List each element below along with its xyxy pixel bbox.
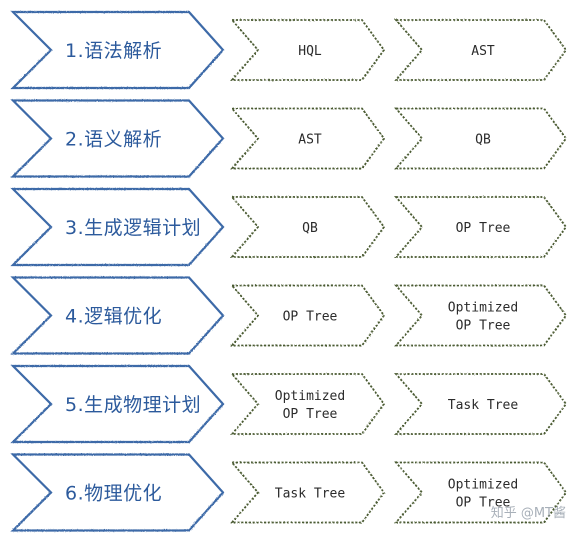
output-chevron: OP Tree (394, 196, 568, 258)
output-chevron-shape (394, 107, 568, 170)
output-label: OP Tree (456, 319, 511, 334)
output-chevron: QB (394, 107, 568, 170)
output-chevron-shape (394, 373, 568, 435)
output-chevron: Optimized OP Tree (394, 284, 568, 347)
output-chevron-shape (394, 19, 568, 81)
output-label: AST (471, 44, 495, 59)
pipeline-row: 1.语法解析 HQL AST (10, 10, 568, 90)
pipeline-row: 2.语义解析 AST QB (10, 99, 568, 178)
input-chevron: OP Tree (230, 284, 386, 347)
input-label: HQL (298, 44, 322, 59)
input-chevron: Optimized OP Tree (230, 373, 386, 435)
stage-label: 1.语法解析 (65, 40, 162, 62)
stage-label: 2.语义解析 (65, 129, 162, 151)
stage-chevron-shape (10, 453, 225, 532)
rows-layer: 1.语法解析 HQL AST 2.语义解析 AST QB 3.生成逻辑计划 QB OP Tree… (10, 10, 568, 532)
stage-chevron: 4.逻辑优化 (10, 276, 225, 355)
input-chevron-shape (230, 284, 386, 347)
input-chevron-shape (230, 196, 386, 258)
input-chevron-shape (230, 373, 386, 435)
output-label: Optimized (448, 478, 518, 493)
stage-label: 5.生成物理计划 (65, 394, 201, 416)
pipeline-row: 6.物理优化 Task Tree Optimized OP Tree (10, 453, 568, 532)
output-label: QB (475, 133, 491, 148)
input-label: QB (302, 221, 318, 236)
output-label: OP Tree (456, 221, 511, 236)
stage-chevron: 2.语义解析 (10, 99, 225, 178)
stage-label: 4.逻辑优化 (65, 306, 162, 328)
pipeline-row: 5.生成物理计划 Optimized OP Tree Task Tree (10, 364, 568, 444)
watermark: 知乎 @MT酱 (491, 505, 566, 521)
stage-chevron: 5.生成物理计划 (10, 364, 225, 444)
output-chevron: Optimized OP Tree (394, 461, 568, 524)
input-label: Optimized (275, 389, 345, 404)
stage-chevron-shape (10, 276, 225, 355)
output-chevron-shape (394, 461, 568, 524)
input-chevron: HQL (230, 19, 386, 81)
input-chevron: AST (230, 107, 386, 170)
stage-label: 3.生成逻辑计划 (65, 217, 201, 239)
output-chevron: Task Tree (394, 373, 568, 435)
input-chevron: Task Tree (230, 461, 386, 524)
output-label: Task Tree (448, 398, 519, 413)
input-chevron-shape (230, 461, 386, 524)
input-label: OP Tree (283, 310, 338, 325)
stage-chevron-shape (10, 99, 225, 178)
output-chevron: AST (394, 19, 568, 81)
input-chevron-shape (230, 19, 386, 81)
input-chevron: QB (230, 196, 386, 258)
output-label: Optimized (448, 301, 518, 316)
pipeline-row: 3.生成逻辑计划 QB OP Tree (10, 187, 568, 267)
input-label: Task Tree (275, 487, 346, 502)
stage-chevron: 1.语法解析 (10, 10, 225, 90)
stage-label: 6.物理优化 (65, 483, 162, 505)
input-chevron-shape (230, 107, 386, 170)
pipeline-row: 4.逻辑优化 OP Tree Optimized OP Tree (10, 276, 568, 355)
output-chevron-shape (394, 196, 568, 258)
stage-chevron: 6.物理优化 (10, 453, 225, 532)
stage-chevron-shape (10, 364, 225, 444)
output-label: OP Tree (456, 496, 511, 511)
stage-chevron: 3.生成逻辑计划 (10, 187, 225, 267)
stage-chevron-shape (10, 187, 225, 267)
input-label: AST (298, 133, 322, 148)
input-label: OP Tree (283, 407, 338, 422)
stage-chevron-shape (10, 10, 225, 90)
output-chevron-shape (394, 284, 568, 347)
